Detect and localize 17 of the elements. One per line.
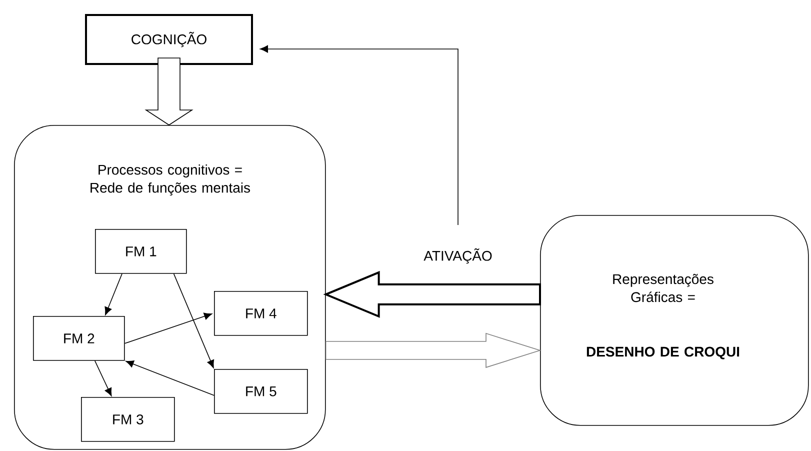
function-box: FM 4 (214, 291, 308, 336)
block-arrow (323, 270, 541, 318)
arrow (104, 273, 122, 316)
arrow (173, 273, 214, 368)
title-box: COGNIÇÃO (85, 14, 253, 65)
function-box: FM 1 (95, 229, 187, 274)
arrow (124, 312, 212, 344)
function-box: FM 5 (214, 369, 308, 414)
rounded-box: Representações Gráficas = DESENHO DE CROQUI (540, 215, 809, 426)
function-box: FM 3 (81, 397, 175, 442)
block-arrow (325, 332, 542, 368)
arrow (260, 45, 458, 226)
arrow (126, 360, 214, 396)
block-arrow (144, 58, 194, 126)
function-box: FM 2 (33, 316, 125, 361)
arrow (94, 360, 112, 396)
edge-label: ATIVAÇÃO (422, 247, 494, 265)
